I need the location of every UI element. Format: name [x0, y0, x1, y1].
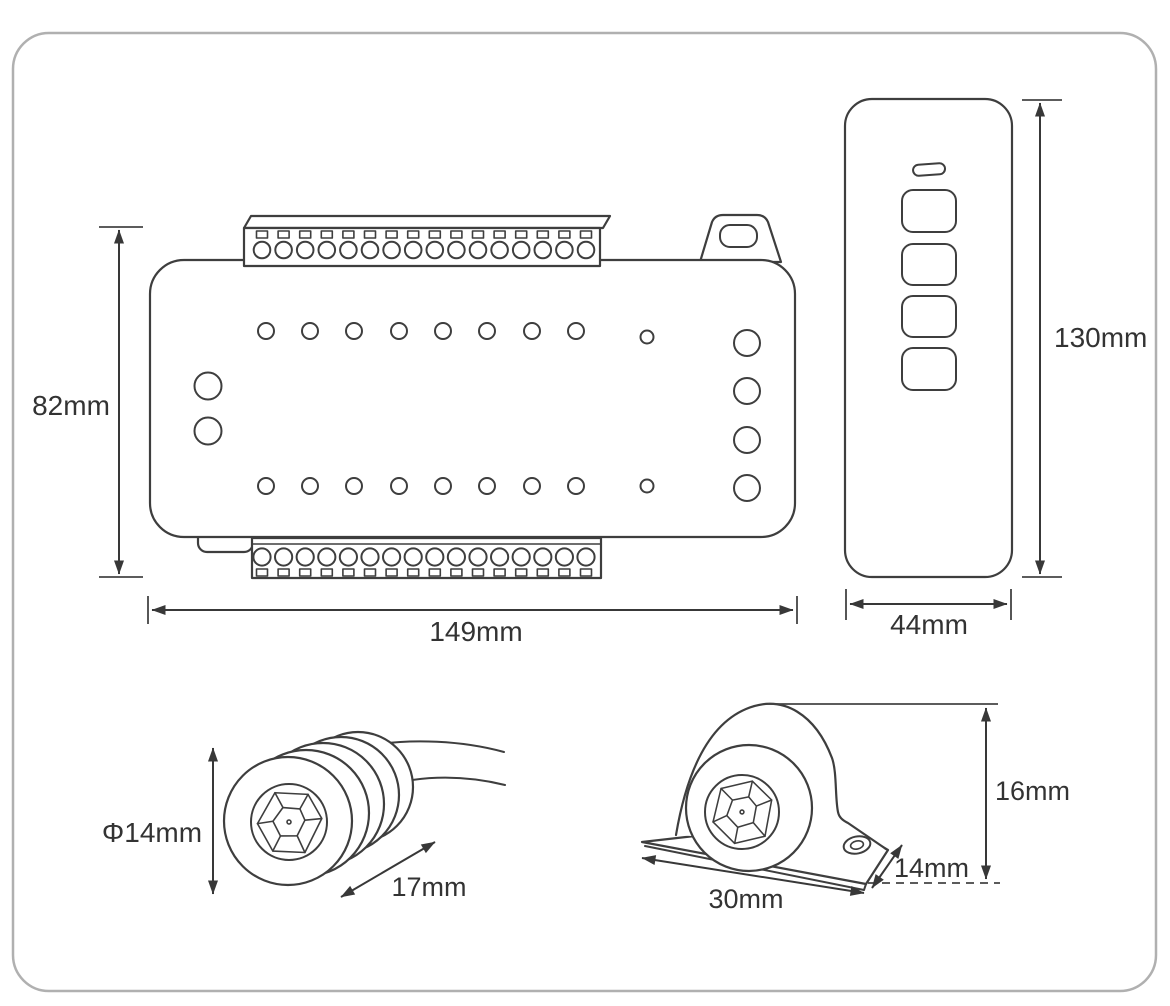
wire-hole	[193, 371, 223, 401]
controller-height-label: 82mm	[32, 390, 110, 421]
pcb-hole	[390, 322, 408, 340]
pcb-hole	[523, 477, 541, 495]
remote-button-1	[901, 189, 957, 233]
pcb-hole	[257, 322, 275, 340]
sensor-length-label: 17mm	[391, 872, 466, 902]
dim-sensor-diameter: Φ14mm	[102, 747, 218, 895]
dim-bracket-width: 30mm	[641, 855, 865, 914]
pcb-hole	[567, 322, 585, 340]
dim-remote-width: 44mm	[845, 589, 1012, 640]
bracket-width-label: 30mm	[708, 884, 783, 914]
dim-controller-width: 149mm	[147, 596, 798, 647]
pir-bracket-view: 16mm 14mm 30mm	[640, 702, 1070, 914]
remote-width-label: 44mm	[890, 609, 968, 640]
fresnel-lens	[704, 774, 780, 850]
pcb-hole	[434, 322, 452, 340]
remote-led-indicator	[912, 162, 947, 177]
pcb-hole	[639, 329, 655, 345]
wire-hole	[733, 329, 761, 357]
remote-button-2	[901, 243, 957, 286]
remote-height-label: 130mm	[1054, 322, 1147, 353]
pcb-hole	[639, 478, 655, 494]
wire-hole	[193, 416, 223, 446]
remote-button-3	[901, 295, 957, 338]
wire-hole	[733, 377, 761, 405]
pcb-hole	[434, 477, 452, 495]
bracket-screw-hole	[842, 835, 872, 855]
pcb-hole	[478, 322, 496, 340]
controller-width-label: 149mm	[429, 616, 522, 647]
terminal-block-bottom	[250, 536, 603, 580]
fresnel-lens	[250, 783, 328, 861]
pcb-hole	[523, 322, 541, 340]
pcb-hole	[390, 477, 408, 495]
pcb-hole	[257, 477, 275, 495]
pcb-hole	[345, 322, 363, 340]
wire-hole	[733, 474, 761, 502]
remote-button-4	[901, 347, 957, 391]
pcb-hole	[567, 477, 585, 495]
remote-front-view: 130mm 44mm	[843, 97, 1147, 640]
sensor-diameter-label: Φ14mm	[102, 817, 202, 848]
wire-hole	[733, 426, 761, 454]
bracket-depth-label: 14mm	[894, 853, 969, 883]
pir-sensor-side-view: Φ14mm 17mm	[102, 730, 506, 902]
pcb-hole	[301, 477, 319, 495]
mounting-tab-hole	[719, 224, 758, 248]
terminal-block-top	[242, 214, 612, 268]
pcb-hole	[301, 322, 319, 340]
dim-bracket-depth: 14mm	[871, 844, 969, 889]
controller-body	[148, 258, 797, 539]
dim-controller-height: 82mm	[32, 226, 143, 578]
pcb-holes	[193, 322, 761, 502]
controller-top-view: 82mm 149mm	[32, 213, 798, 647]
bracket-height-label: 16mm	[995, 776, 1070, 806]
pcb-hole	[478, 477, 496, 495]
mounting-tab	[698, 213, 783, 264]
dim-remote-height: 130mm	[1022, 99, 1147, 578]
pcb-hole	[345, 477, 363, 495]
page-frame	[11, 31, 1158, 993]
dim-sensor-length: 17mm	[340, 841, 467, 902]
